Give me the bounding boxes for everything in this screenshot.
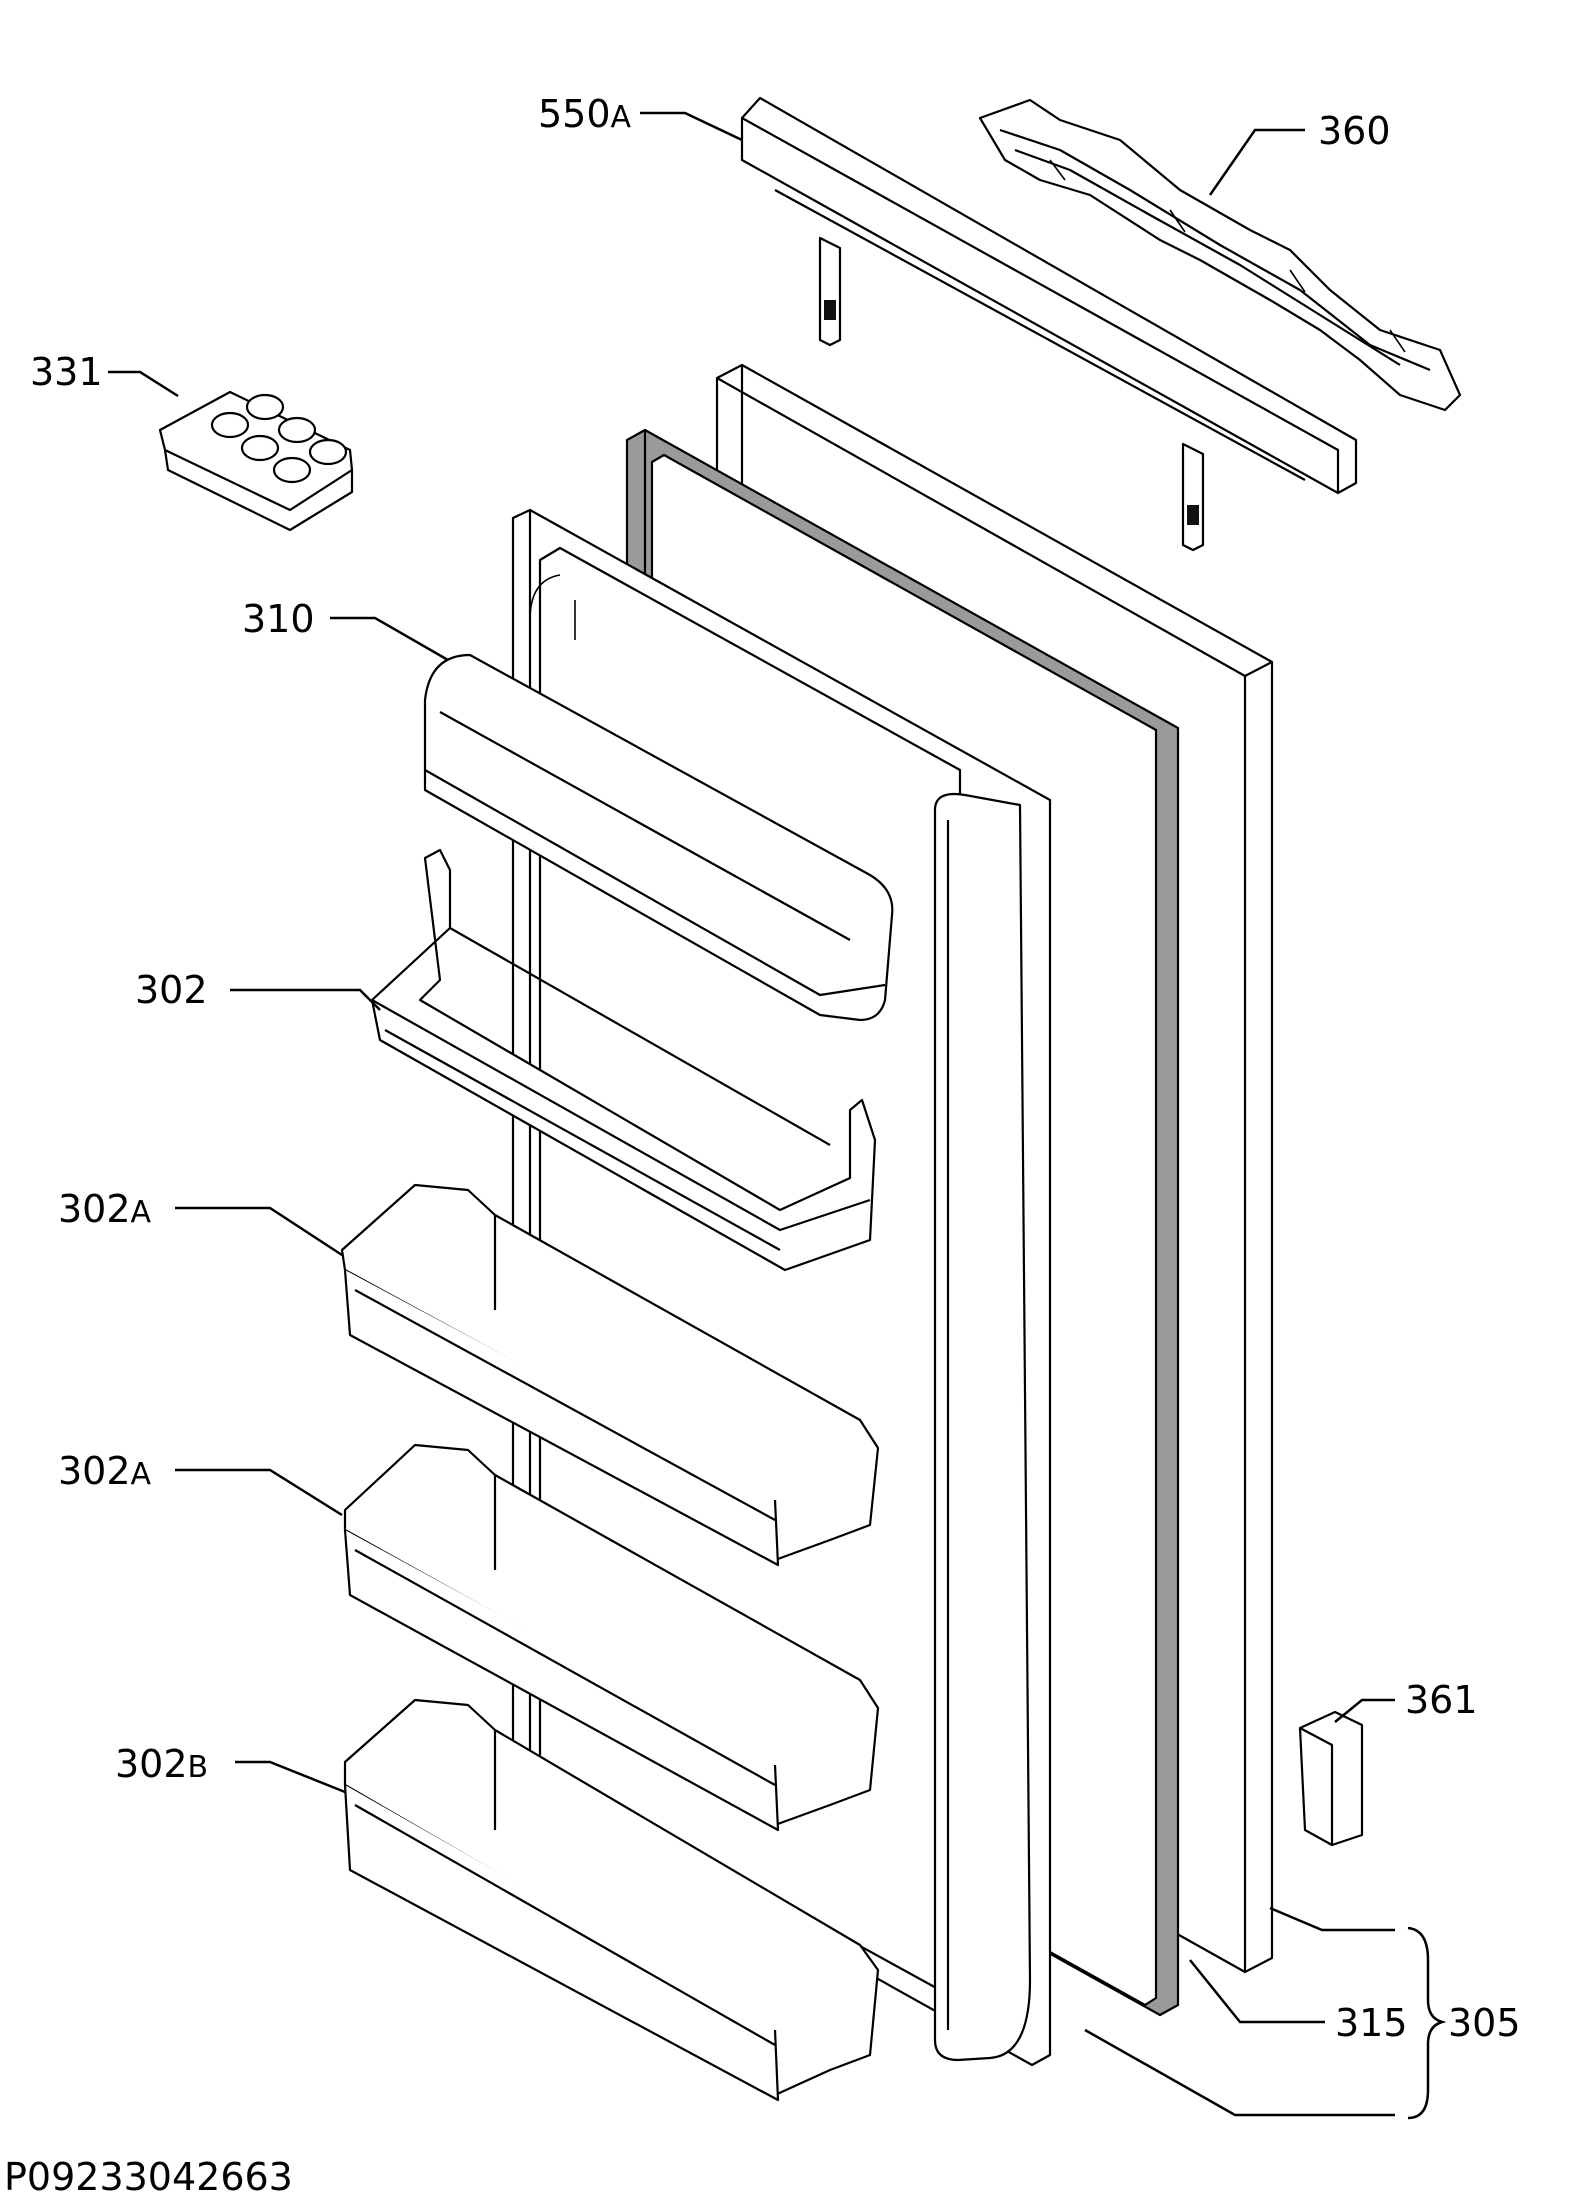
dairy-compartment-part: [423, 653, 894, 1022]
callout-305: 305: [1448, 2001, 1521, 2045]
door-shelf-302-part: [370, 848, 877, 1272]
drawing-code: P09233042663: [4, 2155, 293, 2199]
callout-331: 331: [30, 350, 103, 394]
callout-361: 361: [1405, 1678, 1478, 1722]
callout-302b: 302B: [115, 1742, 208, 1786]
leader-lines: [108, 111, 1447, 2120]
callout-315: 315: [1335, 2001, 1408, 2045]
callout-302: 302: [135, 968, 208, 1012]
door-shelf-302a-1-part: [340, 1183, 880, 1567]
hinge-bracket-part: [978, 98, 1462, 412]
callout-302a-1: 302A: [58, 1187, 152, 1231]
callout-360: 360: [1318, 109, 1391, 153]
clip-361-part: [1298, 1710, 1364, 1847]
door-handle-part: [740, 96, 1358, 552]
callout-310: 310: [242, 597, 315, 641]
door-shelf-302b-part: [343, 1698, 880, 2102]
callout-302a-2: 302A: [58, 1449, 152, 1493]
callout-550a: 550A: [538, 92, 632, 136]
callout-labels: 550A 360 331 310 302 302A 302A 302B 361 …: [30, 92, 1521, 2045]
egg-tray-part: [158, 390, 354, 532]
door-shelf-302a-2-part: [343, 1443, 880, 1832]
